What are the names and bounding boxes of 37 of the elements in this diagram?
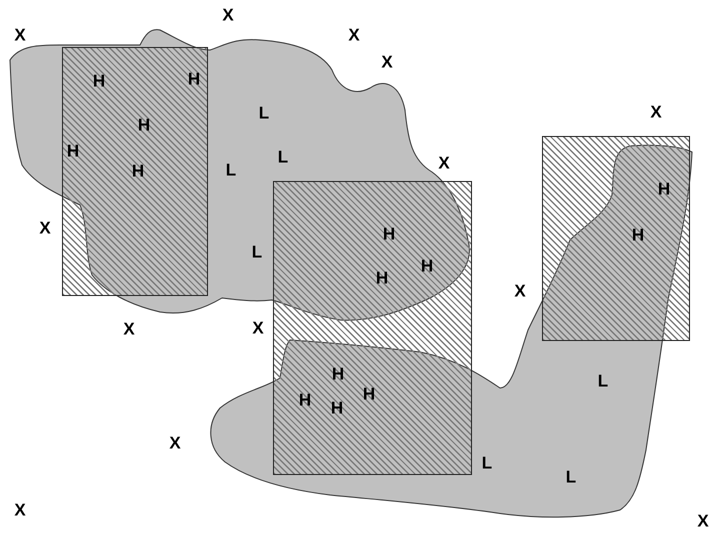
marker-letter: X [14,502,26,518]
marker-letter: L [252,244,262,260]
marker-letter: X [222,6,234,24]
marker-letter: X [169,434,181,452]
marker-letter: L [226,162,236,178]
marker-letter: X [252,320,264,336]
marker-letter: X [39,220,51,236]
marker-letter: X [123,320,135,338]
marker-letter: H [362,386,376,402]
marker-letter: X [697,512,709,530]
hatched-rectangle [542,136,690,341]
marker-letter: L [566,468,576,486]
marker-letter: H [138,116,150,134]
marker-letter: H [92,72,106,90]
marker-letter: L [258,104,270,122]
marker-letter: X [14,26,26,44]
marker-letter: X [348,26,360,44]
marker-letter: H [376,270,388,286]
marker-letter: H [132,162,144,180]
marker-letter: H [298,392,312,408]
marker-letter: H [332,366,344,382]
marker-letter: X [438,154,450,172]
marker-letter: H [382,226,396,242]
marker-letter: L [278,148,288,166]
marker-letter: X [514,282,526,300]
marker-letter: L [598,372,608,390]
hatched-rectangle [62,47,208,296]
marker-letter: H [658,180,670,198]
marker-letter: H [330,400,344,416]
marker-letter: H [188,70,200,88]
marker-letter: H [66,142,80,160]
marker-letter: H [420,258,434,274]
marker-letter: H [632,226,644,244]
hatched-rectangle [273,181,472,475]
marker-letter: L [482,454,492,472]
marker-letter: X [650,104,662,120]
marker-letter: X [381,54,393,70]
